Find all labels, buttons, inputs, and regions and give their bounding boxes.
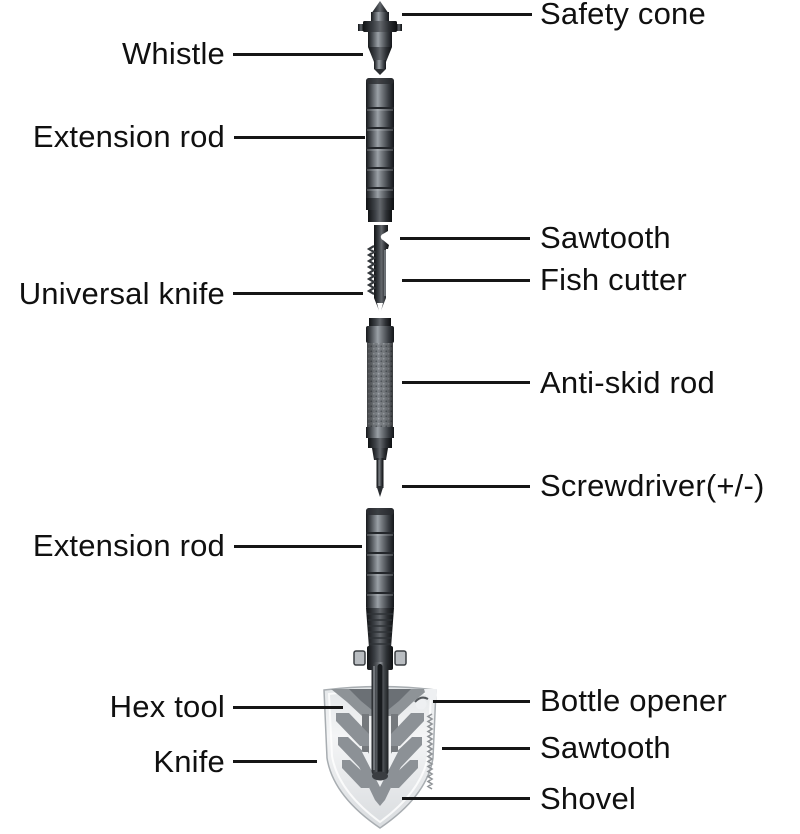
leader-line-extension-rod-bottom	[234, 545, 362, 548]
label-anti-skid-rod: Anti-skid rod	[540, 365, 715, 400]
leader-line-knife	[233, 760, 317, 763]
leader-line-fish-cutter	[402, 279, 530, 282]
label-bottle-opener: Bottle opener	[540, 683, 728, 718]
label-extension-rod-bottom: Extension rod	[32, 528, 225, 563]
label-knife: Knife	[153, 744, 225, 779]
leader-line-hex-tool	[233, 706, 343, 709]
leader-line-sawtooth-blade	[400, 237, 530, 240]
leader-line-universal-knife	[233, 292, 363, 295]
label-screwdriver: Screwdriver(+/-)	[540, 468, 765, 503]
label-extension-rod-top: Extension rod	[32, 119, 225, 154]
whistle-part	[358, 1, 402, 75]
leader-line-extension-rod-top	[234, 136, 365, 139]
label-whistle: Whistle	[121, 36, 225, 71]
screwdriver-bit	[376, 458, 384, 497]
shovel-shaft	[371, 662, 389, 781]
bottle-opener-notch	[414, 689, 437, 710]
label-universal-knife: Universal knife	[18, 276, 225, 311]
leader-line-whistle	[233, 53, 363, 56]
label-hex-tool: Hex tool	[109, 689, 225, 724]
leader-line-bottle-opener	[433, 700, 530, 703]
label-safety-cone: Safety cone	[540, 0, 706, 31]
leader-line-shovel	[402, 797, 530, 800]
label-sawtooth-shovel: Sawtooth	[540, 730, 671, 765]
extension-rod-bottom-part	[353, 508, 407, 670]
shovel-part	[323, 662, 437, 829]
leader-line-sawtooth-shovel	[442, 747, 530, 750]
label-shovel: Shovel	[540, 781, 636, 816]
extension-rod-top-part	[366, 78, 394, 222]
leader-line-anti-skid-rod	[402, 381, 530, 384]
leader-line-safety-cone	[402, 13, 532, 16]
label-fish-cutter: Fish cutter	[540, 262, 687, 297]
label-sawtooth-blade: Sawtooth	[540, 220, 671, 255]
universal-knife-part	[366, 225, 389, 315]
anti-skid-rod-part	[366, 318, 394, 497]
leader-line-screwdriver	[402, 485, 530, 488]
shovel-sawtooth-edge	[426, 713, 434, 790]
shovel-chevron-pattern	[336, 713, 424, 806]
